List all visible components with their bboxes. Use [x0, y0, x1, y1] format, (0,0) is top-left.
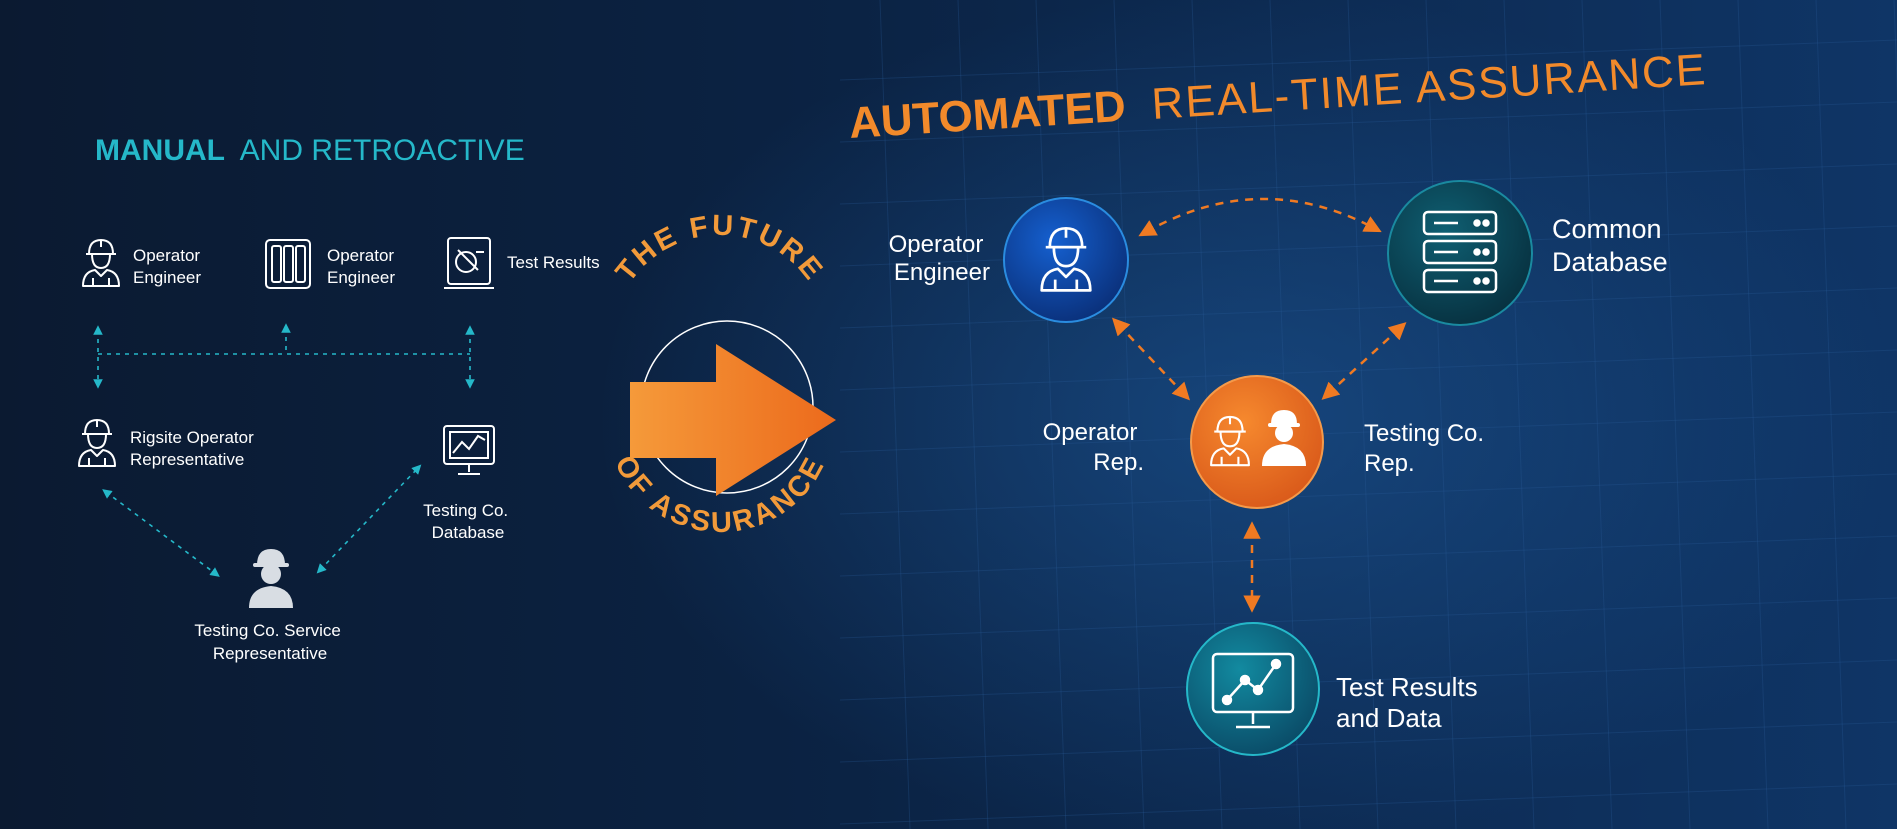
- right-label: Common Database: [1552, 214, 1669, 277]
- right-label: Test Results and Data: [1336, 672, 1485, 733]
- right-link-engineer-database: [1138, 197, 1382, 237]
- left-label: Operator Engineer: [327, 246, 399, 287]
- grid-line: [839, 721, 1897, 763]
- left-title-strong: MANUAL: [95, 134, 225, 167]
- left-node-testing-db: Testing Co. Database: [423, 425, 513, 542]
- right-node-common-database: Common Database: [1387, 180, 1669, 326]
- left-title-rest: AND RETROACTIVE: [240, 134, 525, 167]
- grid-line: [839, 783, 1897, 825]
- left-label: Test Results: [507, 253, 600, 272]
- monitor-chart-icon: [443, 425, 495, 475]
- server-stack-icon: [1422, 210, 1498, 294]
- left-label: Rigsite Operator Representative: [130, 428, 259, 469]
- grid-line: [1815, 0, 1847, 829]
- grid-line: [839, 101, 1897, 143]
- grid-line: [839, 473, 1897, 515]
- left-label: Operator Engineer: [133, 246, 205, 287]
- right-node-operator-engineer: Operator Engineer: [889, 197, 1129, 323]
- right-link-engineer-hub: [1111, 317, 1191, 401]
- grid-line: [1581, 0, 1613, 829]
- report-document-icon: [444, 237, 494, 289]
- grid-line: [1503, 0, 1535, 829]
- grid-line: [839, 287, 1897, 329]
- grid-line: [1347, 0, 1379, 829]
- left-connectors: [93, 323, 475, 577]
- grid-line: [879, 0, 911, 829]
- left-node-test-results: Test Results: [444, 237, 600, 289]
- grid-line: [839, 597, 1897, 639]
- two-workers-icon: [1210, 410, 1306, 467]
- left-node-operator-engineer-2: Operator Engineer: [265, 239, 399, 289]
- arrow-right-icon: [630, 344, 836, 496]
- background-grid: [839, 0, 1897, 829]
- right-label-left: Operator Rep.: [1043, 419, 1144, 476]
- server-rack-icon: [265, 239, 311, 289]
- right-label-right: Testing Co. Rep.: [1364, 420, 1491, 477]
- left-node-operator-engineer-1: Operator Engineer: [82, 239, 205, 287]
- node-circle: [1387, 180, 1533, 326]
- grid-line: [1659, 0, 1691, 829]
- right-node-reps-hub: Operator Rep. Testing Co. Rep.: [1043, 375, 1491, 509]
- node-circle: [1003, 197, 1129, 323]
- left-label: Testing Co. Database: [423, 501, 513, 542]
- grid-line: [1737, 0, 1769, 829]
- left-node-service-rep: Testing Co. Service Representative: [194, 549, 345, 663]
- left-node-rigsite-rep: Rigsite Operator Representative: [78, 419, 259, 469]
- grid-line: [839, 659, 1897, 701]
- right-connectors: [1111, 197, 1407, 613]
- grid-line: [839, 39, 1897, 81]
- left-title: MANUAL AND RETROACTIVE: [95, 134, 525, 167]
- grid-line: [1035, 0, 1067, 829]
- left-link-service-db: [316, 464, 422, 574]
- node-circle: [1190, 375, 1324, 509]
- right-label: Operator Engineer: [889, 231, 990, 286]
- left-label: Testing Co. Service Representative: [194, 621, 345, 663]
- grid-line: [839, 535, 1897, 577]
- monitor-chart-icon: [1211, 652, 1295, 729]
- right-node-test-results-data: Test Results and Data: [1186, 622, 1485, 756]
- right-link-database-hub: [1321, 322, 1407, 400]
- worker-hardhat-icon: [249, 549, 293, 608]
- grid-line: [1113, 0, 1145, 829]
- grid-line: [1425, 0, 1457, 829]
- grid-line: [839, 411, 1897, 453]
- grid-line: [839, 163, 1897, 205]
- grid-line: [957, 0, 989, 829]
